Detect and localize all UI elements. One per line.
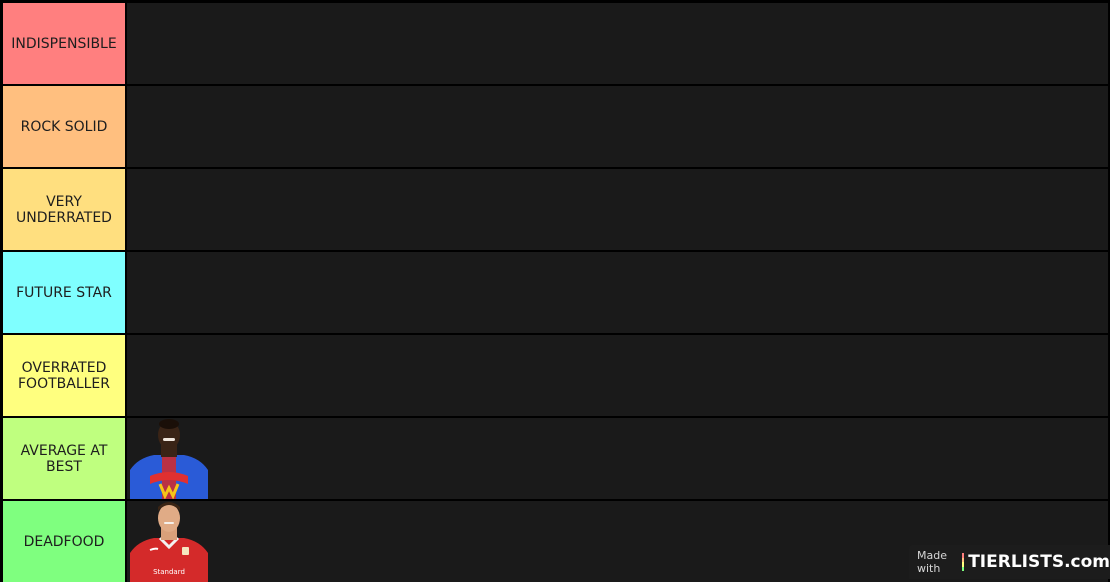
tier-label-text: DEADFOOD [23, 533, 105, 550]
made-with-tierlists-watermark[interactable]: Made with TIERLISTS.com [909, 545, 1110, 579]
player-card-red-kit[interactable]: Standard [130, 501, 208, 582]
tier-label[interactable]: INDISPENSIBLE [3, 3, 125, 84]
tier-items-dropzone[interactable] [127, 86, 1108, 167]
tier-row-rock-solid: ROCK SOLID [0, 86, 1110, 167]
tier-items-dropzone[interactable] [127, 418, 1108, 499]
tierlists-logo-icon [961, 553, 965, 571]
tier-row-average-at-best: AVERAGE AT BEST [0, 418, 1110, 499]
tier-label-text: ROCK SOLID [20, 118, 108, 135]
tier-label-text: INDISPENSIBLE [11, 35, 117, 52]
tier-items-dropzone[interactable] [127, 169, 1108, 250]
tier-label-text: AVERAGE AT BEST [20, 442, 108, 475]
tier-label[interactable]: FUTURE STAR [3, 252, 125, 333]
tier-label[interactable]: VERY UNDERRATED [3, 169, 125, 250]
tier-label[interactable]: OVERRATED FOOTBALLER [3, 335, 125, 416]
tier-label-text: VERY UNDERRATED [16, 193, 112, 226]
tier-items-dropzone[interactable] [127, 335, 1108, 416]
watermark-made-with-text: Made with [917, 549, 947, 575]
tier-label[interactable]: ROCK SOLID [3, 86, 125, 167]
tier-items-dropzone[interactable] [127, 252, 1108, 333]
tier-row-indispensible: INDISPENSIBLE [0, 3, 1110, 84]
svg-text:Standard: Standard [153, 568, 185, 576]
player-card-blue-kit[interactable] [130, 418, 208, 499]
tier-label[interactable]: AVERAGE AT BEST [3, 418, 125, 499]
tier-row-overrated-footballer: OVERRATED FOOTBALLER [0, 335, 1110, 416]
player-photo-red-kit: Standard [130, 502, 208, 582]
tier-row-very-underrated: VERY UNDERRATED [0, 169, 1110, 250]
tier-label-text: FUTURE STAR [16, 284, 112, 301]
player-photo-blue-kit [130, 419, 208, 499]
tier-items-dropzone[interactable] [127, 3, 1108, 84]
tier-row-future-star: FUTURE STAR [0, 252, 1110, 333]
watermark-brand-text: TIERLISTS.com [968, 552, 1110, 572]
tier-label-text: OVERRATED FOOTBALLER [18, 359, 110, 392]
tier-label[interactable]: DEADFOOD [3, 501, 125, 582]
